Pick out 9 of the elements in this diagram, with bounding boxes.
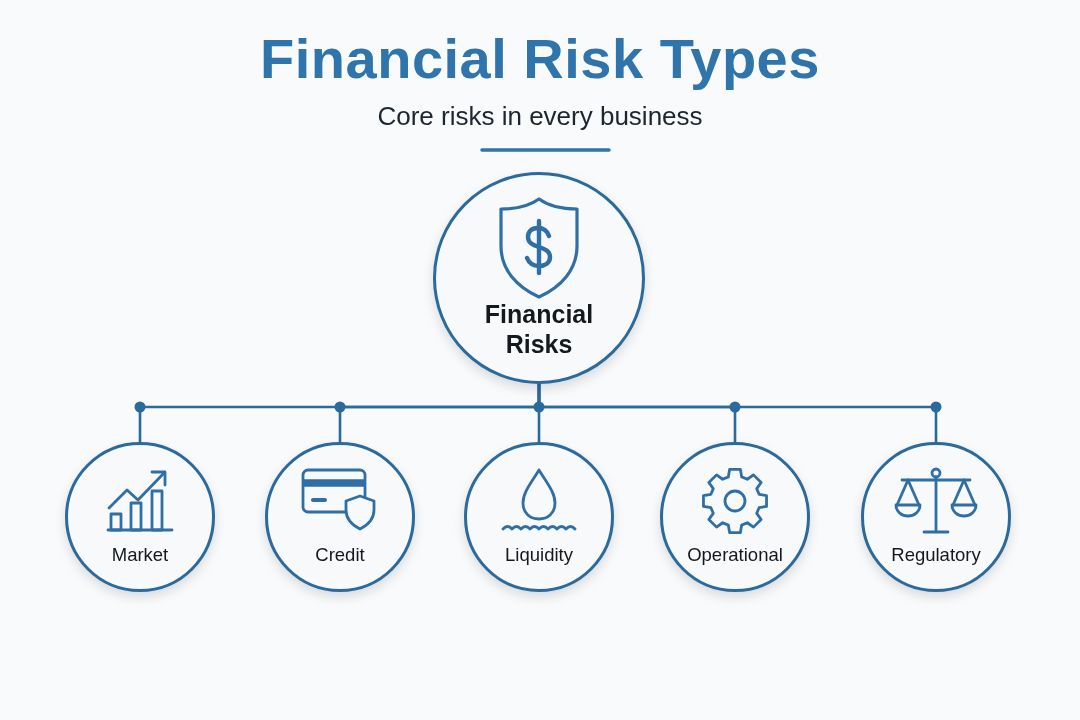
title: Financial Risk Types	[260, 27, 820, 90]
node-label: Regulatory	[890, 544, 982, 566]
connector-line	[537, 384, 938, 442]
subtitle: Core risks in every business	[377, 101, 703, 131]
node-label: Financial Risks	[483, 299, 595, 359]
node-label: Credit	[314, 544, 366, 566]
node-label: Liquidity	[504, 544, 574, 566]
node-label: Operational	[686, 544, 784, 566]
node-label: Market	[110, 544, 170, 566]
